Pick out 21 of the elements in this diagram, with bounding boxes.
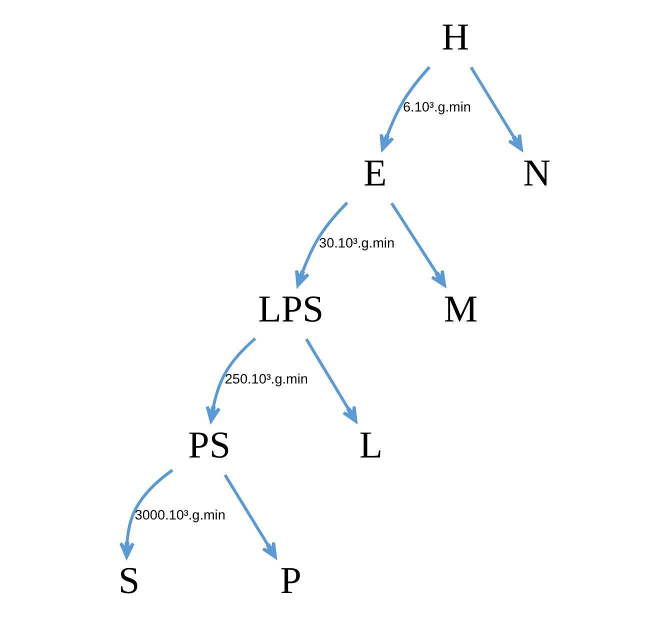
arrow [305,338,358,423]
arrow [380,66,431,151]
edge-label: 3000.10³.g.min [134,507,226,522]
node-text: N [523,152,551,194]
edge-label: 30.10³.g.min [319,235,395,250]
node-text: PS [188,424,230,466]
node-text: E [364,152,387,194]
edge-label: 6.10³.g.min [403,100,471,115]
arrow [119,468,174,559]
arrow [224,474,277,559]
node-text: P [280,560,302,602]
arrow [206,337,256,423]
node-text: H [442,16,470,59]
node-text: L [359,424,383,466]
arrow [390,202,446,287]
arrow [295,202,348,287]
node-text: LPS [258,288,324,330]
arrow [470,66,523,152]
edge-label: 250.10³.g.min [224,371,308,386]
node-text: M [444,288,478,330]
node-text: S [118,560,140,602]
